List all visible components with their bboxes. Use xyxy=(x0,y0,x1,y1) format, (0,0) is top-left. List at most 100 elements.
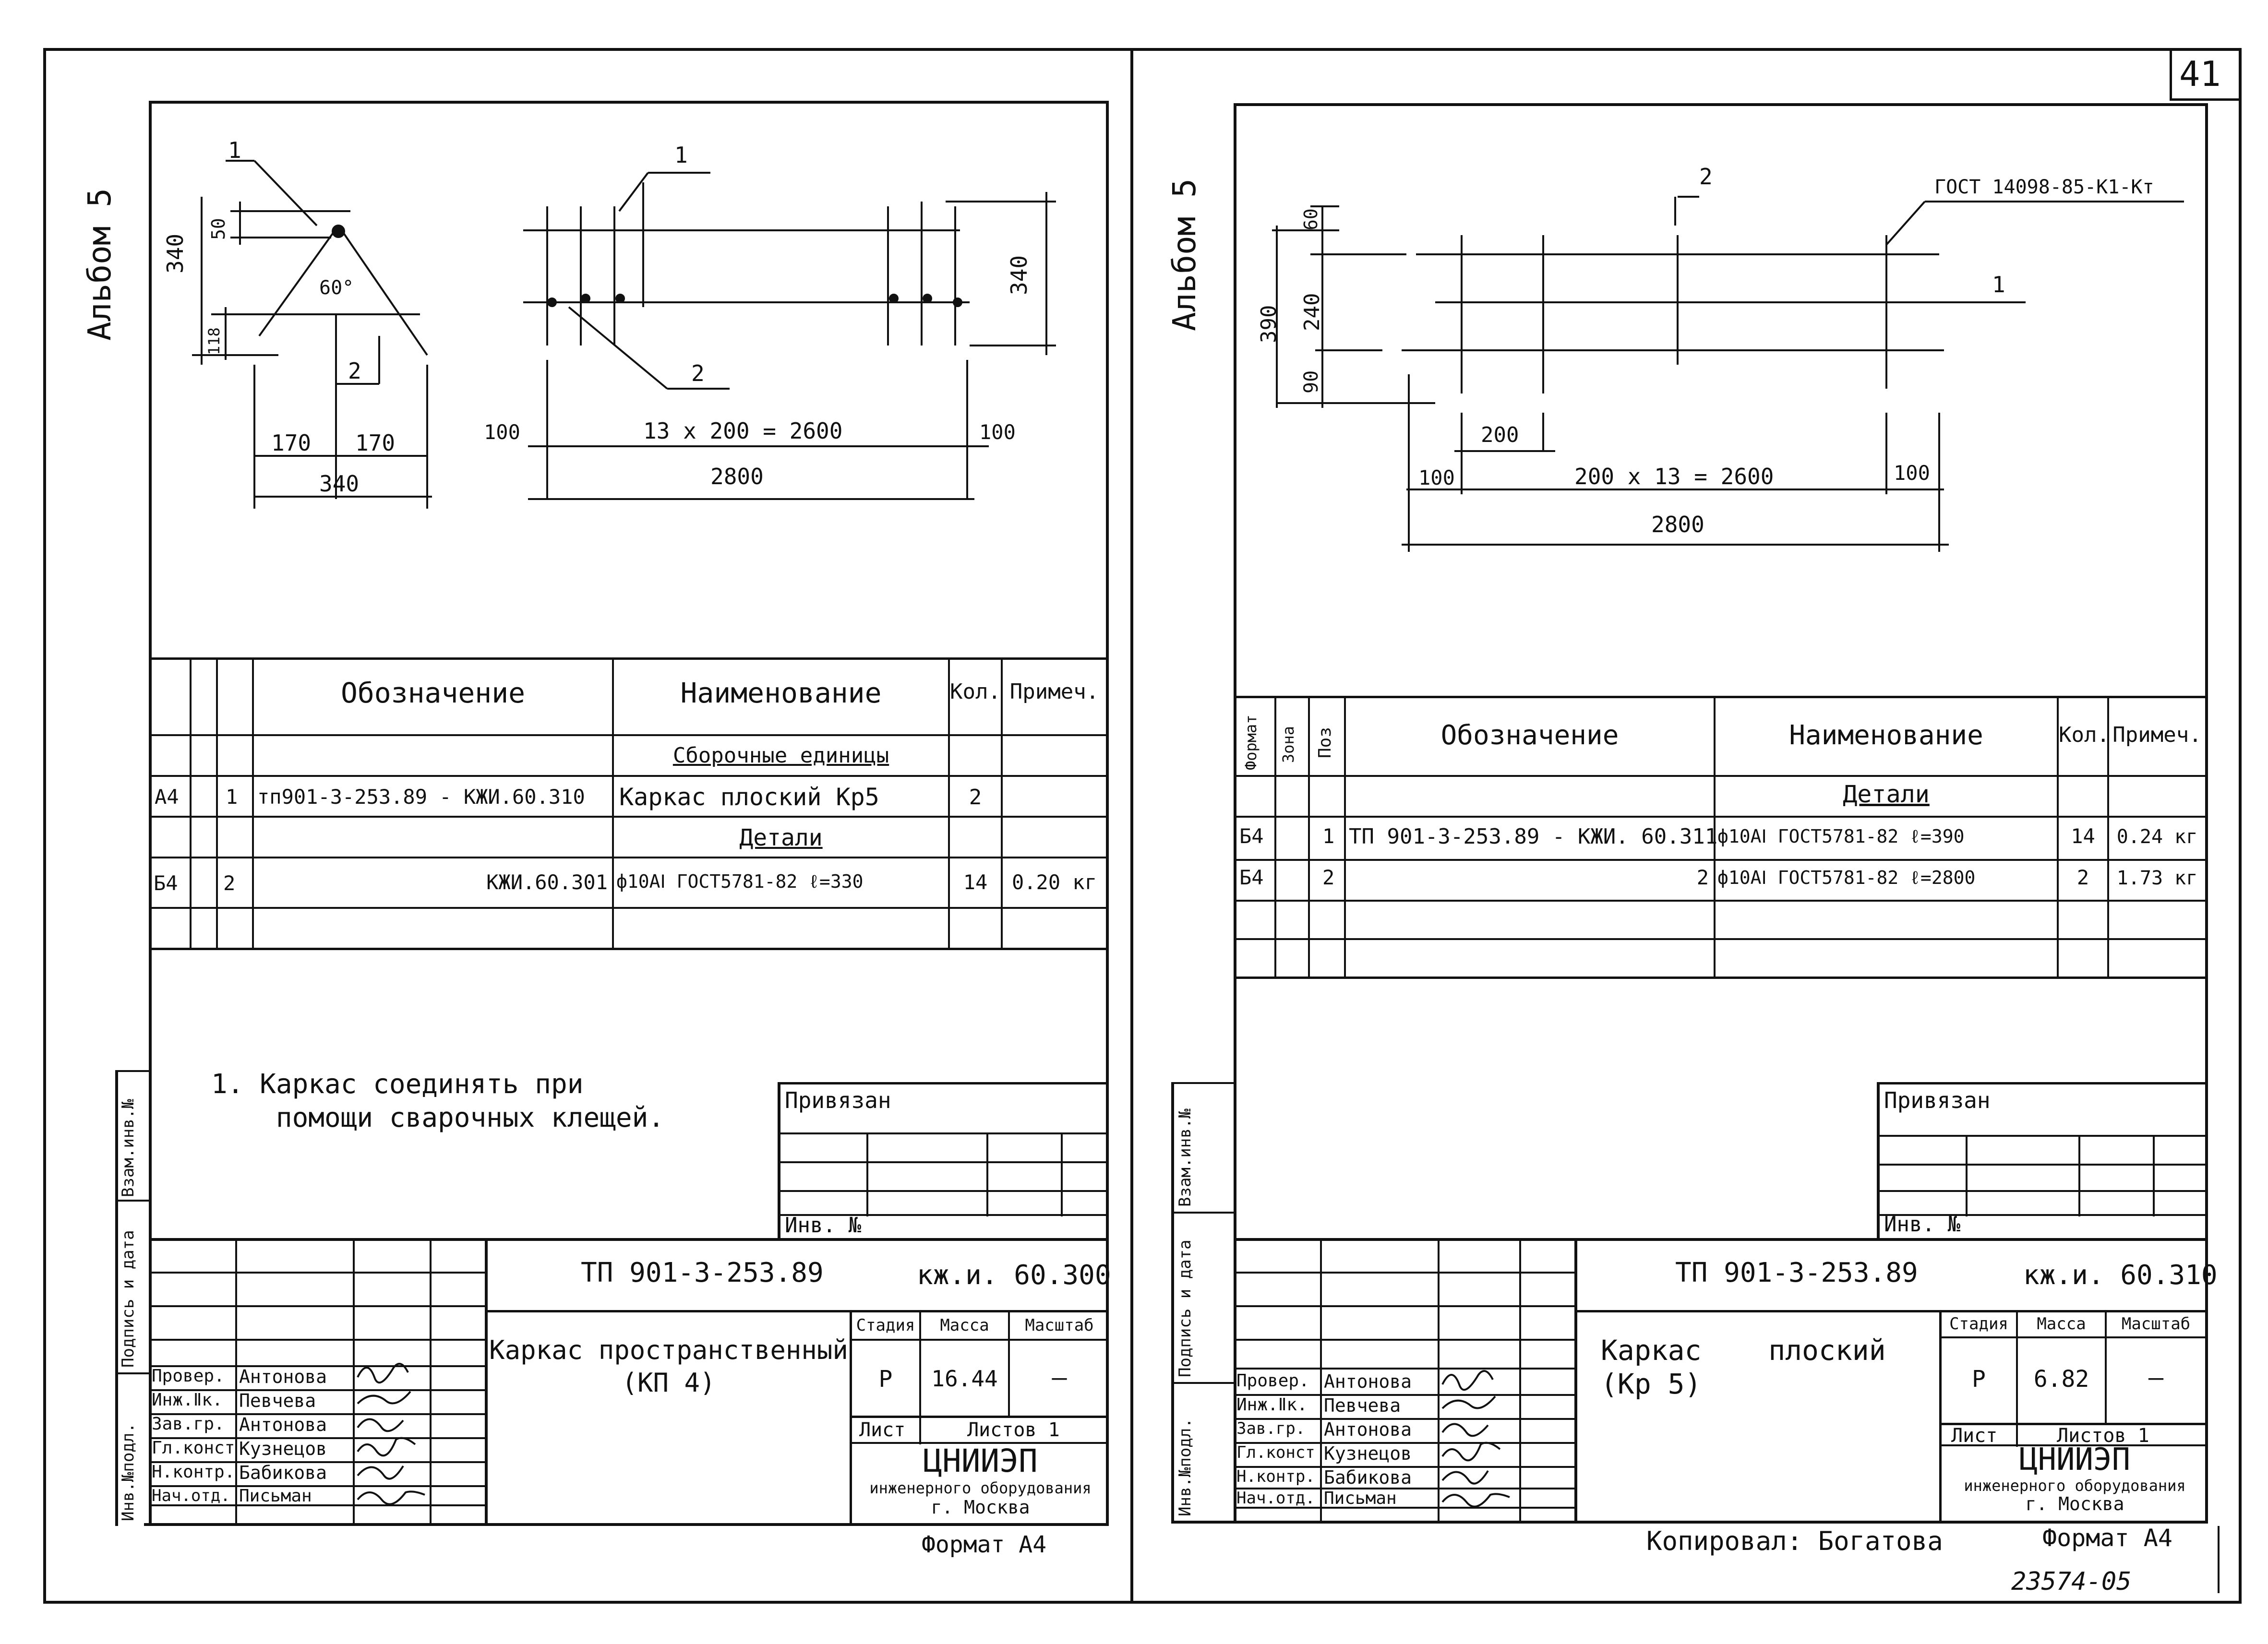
grid-line xyxy=(1939,1336,2208,1338)
grid-line xyxy=(1320,1238,1322,1524)
staff-role: Гл.конст xyxy=(152,1438,235,1458)
grid-line xyxy=(149,907,1109,909)
grid-line xyxy=(1008,1310,1010,1418)
row2-name: ф10АⅠ ГОСТ5781-82 ℓ=330 xyxy=(616,871,864,892)
row2-note: 1.73 кг xyxy=(2116,867,2198,889)
page-number-box-bottom xyxy=(2170,98,2239,101)
left-frame-top xyxy=(149,101,1109,104)
staff-role: Зав.гр. xyxy=(152,1414,225,1434)
grid-line xyxy=(2078,1135,2080,1216)
row2-note: 0.20 кг xyxy=(1011,870,1097,894)
staff-role: Нач.отд. xyxy=(152,1486,230,1505)
grid-line xyxy=(1234,1507,1574,1509)
dim-200: 200 xyxy=(1481,423,1519,447)
grid-line xyxy=(1001,657,1003,950)
grid-line xyxy=(850,1442,1109,1444)
staff-role: Н.контр. xyxy=(1236,1467,1315,1486)
sheets-header: Листов 1 xyxy=(967,1419,1060,1441)
grid-line xyxy=(850,1416,1109,1418)
row1-note: 0.24 кг xyxy=(2116,826,2198,848)
staff-role: Зав.гр. xyxy=(1236,1419,1306,1438)
mass-value: 6.82 xyxy=(2033,1366,2089,1393)
grid-line xyxy=(485,1238,488,1526)
privyazan-label: Привязан xyxy=(785,1087,891,1113)
page-number: 41 xyxy=(2179,54,2221,94)
row1-name: ф10АⅠ ГОСТ5781-82 ℓ=390 xyxy=(1717,826,1965,847)
grid-line xyxy=(1234,103,2208,106)
privyazan-label: Привязан xyxy=(1884,1087,1991,1113)
grid-line xyxy=(778,1082,1109,1084)
grid-line xyxy=(1877,1082,1880,1240)
grid-line xyxy=(353,1238,355,1526)
staff-name: Антонова xyxy=(1324,1371,1412,1392)
header-qty: Кол. xyxy=(950,679,1001,704)
staff-name: Антонова xyxy=(239,1366,327,1387)
dim-100-left: 100 xyxy=(484,420,520,444)
grid-line xyxy=(778,1214,1109,1216)
stage-value: Р xyxy=(878,1366,893,1393)
header-qty: Кол. xyxy=(2059,723,2110,747)
staff-name: Бабикова xyxy=(239,1462,327,1483)
grid-line xyxy=(1574,1238,1577,1524)
row1-format: Б4 xyxy=(1239,824,1264,848)
grid-line xyxy=(1939,1310,1942,1524)
callout-1: 1 xyxy=(1992,272,2005,298)
grid-line xyxy=(1939,1423,2208,1425)
row2-format: Б4 xyxy=(154,871,178,895)
header-designation: Обозначение xyxy=(340,677,526,709)
org-city: г. Москва xyxy=(931,1497,1030,1518)
gost-label: ГОСТ 14098-85-К1-Кт xyxy=(1934,176,2154,198)
grid-line xyxy=(1234,1238,2208,1241)
grid-line xyxy=(149,1485,485,1487)
grid-line xyxy=(850,1339,1109,1341)
outer-frame-top xyxy=(43,48,2242,51)
grid-line xyxy=(948,657,950,950)
org-sub: инженерного оборудования xyxy=(869,1479,1092,1497)
staff-role: Провер. xyxy=(152,1366,225,1386)
outer-frame-bottom xyxy=(43,1601,2242,1604)
row2-pos: 2 xyxy=(223,871,236,895)
grid-line xyxy=(2205,103,2208,1524)
grid-line xyxy=(1234,938,2208,940)
grid-line xyxy=(1308,696,1310,979)
grid-line xyxy=(1877,1164,2208,1166)
grid-line xyxy=(485,1310,1109,1312)
grid-line xyxy=(1438,1238,1440,1524)
row1-qty: 2 xyxy=(969,785,982,810)
grid-line xyxy=(1234,1394,1574,1396)
section-details: Детали xyxy=(1843,780,1930,808)
dim-span: 200 х 13 = 2600 xyxy=(1574,464,1774,489)
grid-line xyxy=(2107,696,2109,979)
staff-name: Кузнецов xyxy=(239,1438,327,1459)
grid-line xyxy=(1966,1135,1968,1216)
row1-designation: тп901-3-253.89 - КЖИ.60.310 xyxy=(257,785,585,809)
grid-line xyxy=(1061,1132,1063,1216)
grid-line xyxy=(149,1504,485,1506)
scale-header: Масштаб xyxy=(2121,1314,2191,1334)
grid-line xyxy=(1234,103,1236,1524)
grid-line xyxy=(1234,1466,1574,1468)
grid-line xyxy=(1234,696,2208,698)
grid-line xyxy=(866,1132,868,1216)
staff-role: Инж.Ⅱк. xyxy=(152,1390,223,1410)
org-sub: инженерного оборудования xyxy=(1964,1477,2186,1495)
staff-name: Кузнецов xyxy=(1324,1443,1412,1464)
grid-line xyxy=(1939,1444,2208,1446)
staff-name: Антонова xyxy=(239,1414,327,1435)
dim-100-right: 100 xyxy=(979,420,1016,444)
staff-role: Н.контр. xyxy=(152,1462,235,1482)
grid-line xyxy=(2016,1310,2018,1447)
outer-frame-left xyxy=(43,48,46,1603)
grid-line xyxy=(149,1461,485,1463)
grid-line xyxy=(1877,1135,2208,1137)
staff-role: Инж.Ⅱк. xyxy=(1236,1395,1308,1415)
grid-line xyxy=(1234,1488,1574,1489)
grid-line xyxy=(115,1070,151,1072)
outer-frame-right xyxy=(2239,48,2242,1603)
page-number-box-left xyxy=(2170,48,2172,101)
grid-line xyxy=(1274,696,1276,979)
row1-qty: 14 xyxy=(2071,824,2095,848)
grid-line xyxy=(190,657,192,950)
staff-role: Гл.конст xyxy=(1236,1443,1315,1462)
left-frame-bottom xyxy=(144,1523,1109,1526)
